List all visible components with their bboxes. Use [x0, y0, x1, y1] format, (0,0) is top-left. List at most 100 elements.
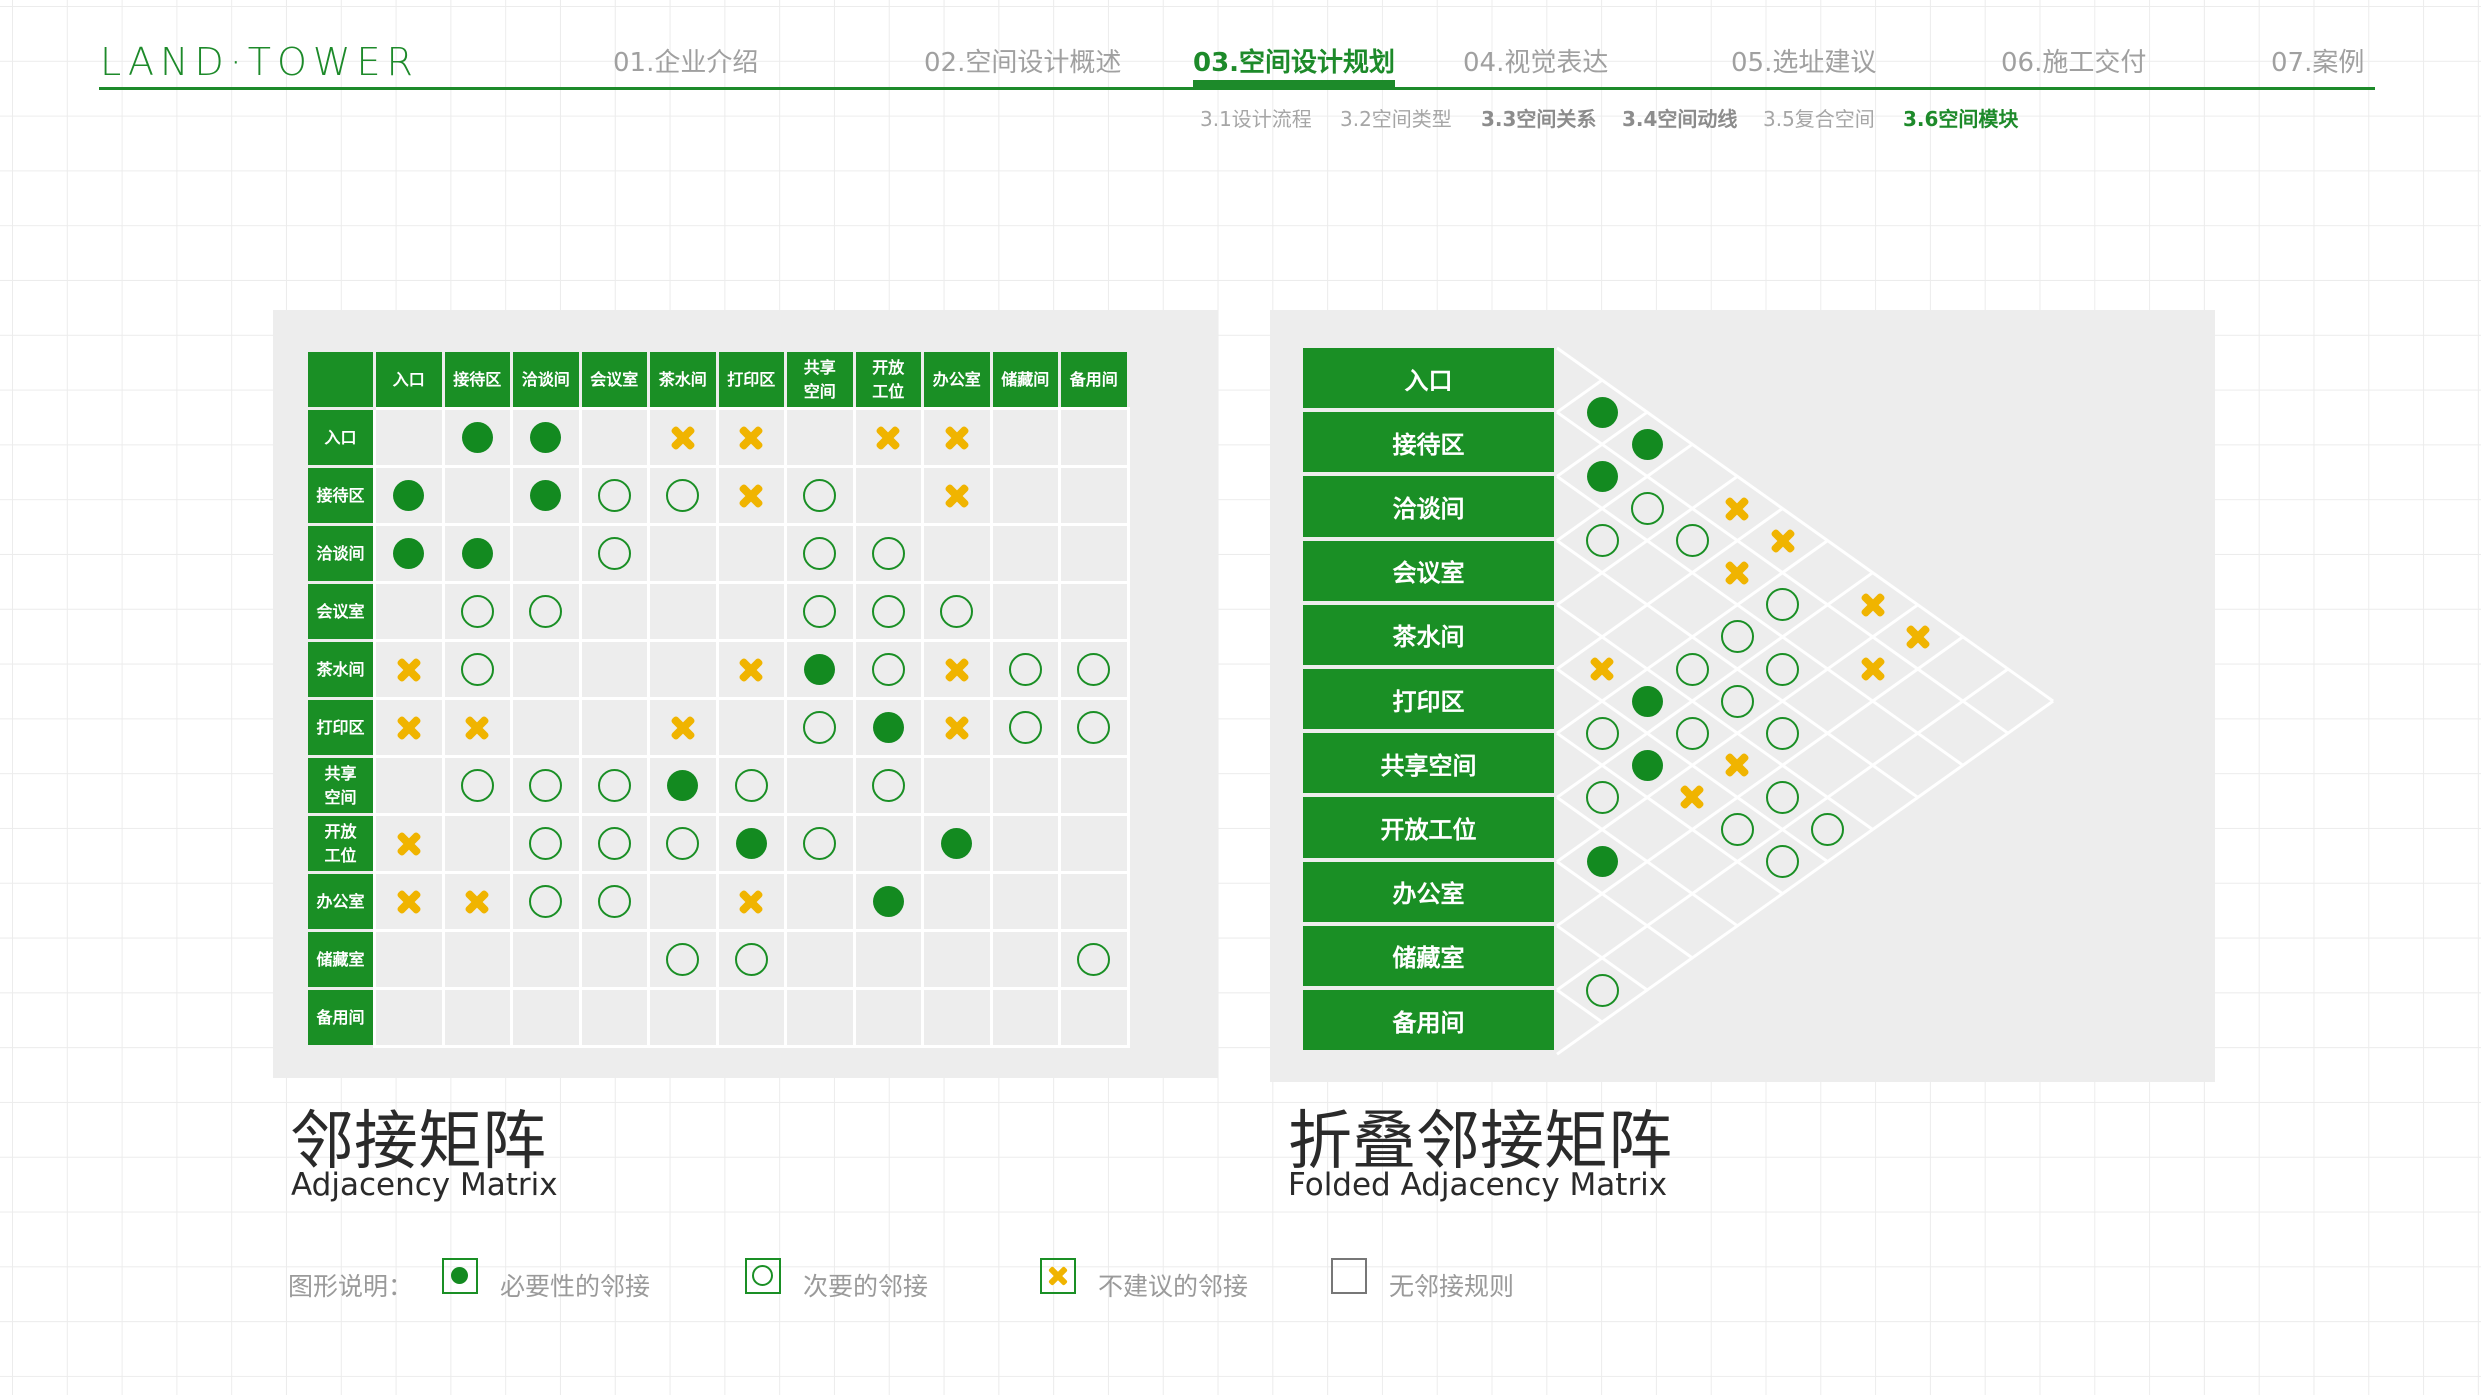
matrix-row-header: 茶水间 [308, 642, 373, 697]
secondary-adjacency-ring [803, 595, 837, 628]
matrix-col-header: 打印区 [718, 352, 784, 407]
matrix-col-header: 接待区 [444, 352, 510, 407]
secondary-adjacency-ring [1675, 652, 1709, 686]
secondary-adjacency-ring [597, 885, 631, 918]
matrix-col-header: 洽谈间 [513, 352, 579, 407]
folded-title-en: Folded Adjacency Matrix [1288, 1167, 1668, 1203]
secondary-adjacency-ring [460, 595, 494, 628]
folded-grid-line [1556, 988, 1603, 1024]
secondary-adjacency-ring [1008, 653, 1042, 686]
folded-label: 办公室 [1303, 861, 1554, 922]
matrix-col-header: 会议室 [581, 352, 647, 407]
folded-label: 储藏室 [1303, 925, 1554, 986]
secondary-adjacency-ring [734, 943, 768, 976]
nav-item-site[interactable]: 05.选址建议 [1731, 48, 1877, 78]
required-adjacency-dot [1631, 685, 1663, 717]
nav-item-delivery[interactable]: 06.施工交付 [2001, 48, 2147, 78]
matrix-row-header: 储藏室 [308, 932, 373, 987]
nav-item-visual[interactable]: 04.视觉表达 [1463, 48, 1609, 78]
subnav-item-space-types[interactable]: 3.2空间类型 [1340, 107, 1452, 131]
secondary-adjacency-ring [803, 827, 837, 860]
matrix-grid-line [784, 410, 787, 1048]
matrix-grid-line [376, 639, 1130, 642]
nav-item-space-overview[interactable]: 02.空间设计概述 [924, 48, 1122, 78]
matrix-grid-line [647, 410, 650, 1048]
matrix-grid-line [1058, 410, 1061, 1048]
folded-grid-line [1556, 571, 1874, 799]
not-recommended-cross-icon [1722, 494, 1752, 524]
folded-label: 入口 [1303, 348, 1554, 409]
matrix-grid-line [376, 465, 1130, 468]
secondary-adjacency-ring [597, 769, 631, 802]
legend-secondary-label: 次要的邻接 [803, 1272, 929, 1301]
folded-grid-line [1556, 603, 1874, 831]
folded-label: 接待区 [1303, 412, 1554, 473]
matrix-row-header: 共享空间 [308, 758, 373, 813]
required-adjacency-dot [393, 538, 425, 569]
folded-label: 开放工位 [1303, 797, 1554, 858]
matrix-row-header: 开放工位 [308, 816, 373, 871]
secondary-adjacency-ring [734, 769, 768, 802]
secondary-adjacency-ring [460, 653, 494, 686]
matrix-grid-line [376, 929, 1130, 932]
folded-label: 会议室 [1303, 540, 1554, 601]
folded-grid-line [1556, 475, 1739, 607]
secondary-adjacency-ring [1766, 716, 1799, 750]
secondary-adjacency-ring [803, 711, 837, 744]
required-adjacency-dot [461, 538, 493, 569]
secondary-adjacency-ring [1675, 524, 1709, 558]
required-adjacency-dot [1586, 846, 1618, 878]
subnav-item-design-process[interactable]: 3.1设计流程 [1200, 107, 1312, 131]
secondary-adjacency-ring [871, 595, 905, 628]
subnav-item-circulation[interactable]: 3.4空间动线 [1622, 107, 1738, 131]
required-adjacency-dot [1631, 749, 1663, 781]
matrix-grid-line [373, 410, 376, 1048]
folded-grid-line [1556, 443, 1694, 542]
secondary-adjacency-ring [1766, 652, 1799, 686]
folded-grid-line [1556, 603, 1919, 863]
secondary-adjacency-ring [1077, 653, 1111, 686]
folded-title-cn: 折叠邻接矩阵 [1288, 1105, 1672, 1179]
nav-item-cases[interactable]: 07.案例 [2271, 48, 2365, 78]
folded-label: 洽谈间 [1303, 476, 1554, 537]
secondary-adjacency-ring [529, 885, 563, 918]
matrix-row-header: 会议室 [308, 584, 373, 639]
matrix-row-header: 备用间 [308, 990, 373, 1045]
matrix-grid-line [376, 813, 1130, 816]
matrix-grid-line [921, 410, 924, 1048]
secondary-adjacency-ring [1766, 588, 1799, 622]
nav-item-company[interactable]: 01.企业介绍 [613, 48, 759, 78]
required-adjacency-dot [530, 422, 562, 453]
matrix-grid-line [376, 987, 1130, 990]
required-adjacency-dot [735, 828, 767, 859]
secondary-adjacency-ring [1720, 620, 1754, 654]
secondary-adjacency-ring [1585, 973, 1619, 1007]
matrix-grid-line [989, 410, 993, 1048]
nav-item-space-planning[interactable]: 03.空间设计规划 [1193, 42, 1396, 87]
secondary-adjacency-ring [803, 537, 837, 570]
secondary-adjacency-ring [1811, 813, 1845, 846]
not-recommended-cross-icon [1587, 654, 1617, 684]
matrix-grid-line [510, 410, 513, 1048]
not-recommended-cross-icon [1722, 750, 1752, 780]
secondary-adjacency-ring [597, 537, 631, 570]
subnav-item-space-relations[interactable]: 3.3空间关系 [1481, 107, 1597, 131]
matrix-col-header: 茶水间 [650, 352, 716, 407]
secondary-adjacency-ring [1720, 813, 1754, 846]
secondary-adjacency-ring [1675, 716, 1709, 750]
folded-grid-line [1556, 346, 2054, 703]
required-adjacency-dot [872, 712, 904, 743]
required-adjacency-dot [1586, 396, 1618, 428]
subnav-item-modules[interactable]: 3.6空间模块 [1903, 107, 2019, 131]
secondary-adjacency-ring [597, 479, 631, 512]
matrix-col-header: 开放工位 [855, 352, 921, 407]
required-adjacency-dot [461, 422, 493, 453]
matrix-col-header: 共享空间 [787, 352, 853, 407]
secondary-adjacency-ring [666, 827, 700, 860]
required-adjacency-dot [530, 480, 562, 511]
secondary-adjacency-ring [597, 827, 631, 860]
folded-grid-line [1556, 539, 1829, 735]
header-divider [99, 87, 2375, 90]
secondary-adjacency-ring [529, 827, 563, 860]
subnav-item-composite[interactable]: 3.5复合空间 [1763, 107, 1875, 131]
